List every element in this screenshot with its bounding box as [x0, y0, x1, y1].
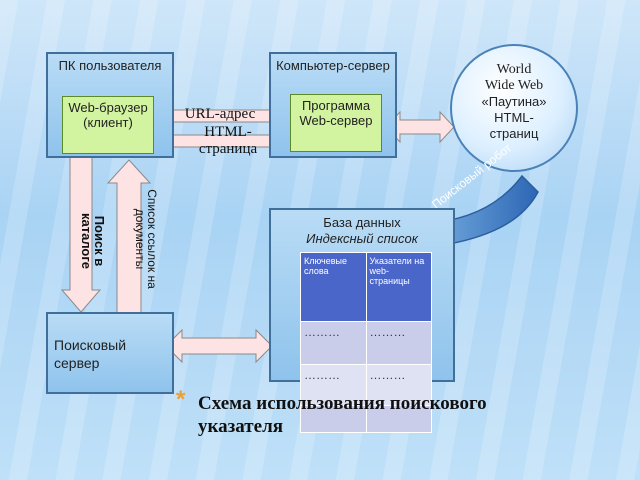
table-row [300, 405, 432, 433]
table-cell [300, 405, 367, 433]
program-block[interactable]: Программа Web-сервер [290, 94, 382, 152]
browser-block[interactable]: Web-браузер (клиент) [62, 96, 154, 154]
table-cell: ……… [365, 321, 432, 365]
pc-title: ПК пользователя [58, 58, 162, 73]
www-circle[interactable]: World Wide Web «Паутина» HTML-страниц [450, 44, 578, 172]
server-title: Компьютер-сервер [276, 58, 390, 73]
robot-band [437, 174, 539, 247]
program-label: Программа Web-сервер [299, 98, 373, 128]
browser-label: Web-браузер (клиент) [68, 100, 148, 130]
header-pointers: Указатели на web-страницы [365, 252, 432, 322]
db-double-arrow [165, 328, 273, 364]
www-line2: Wide Web [484, 78, 544, 93]
search-server-title: Поисковый сервер [54, 337, 127, 371]
database-subtitle: Индексный список [306, 231, 418, 246]
header-keywords: Ключевые слова [300, 252, 367, 322]
search-catalog-label: Поиск в каталоге [79, 212, 107, 269]
links-list-arrow [106, 159, 152, 314]
table-cell [365, 405, 432, 433]
table-row: ……… ……… [300, 321, 432, 365]
www-line4: HTML-страниц [489, 110, 539, 141]
www-line3: «Паутина» [481, 94, 547, 109]
table-header-row: Ключевые слова Указатели на web-страницы [300, 252, 432, 322]
caption-text: Схема использования поискового указателя [198, 393, 487, 437]
html-label: HTML-страница [198, 124, 258, 157]
links-list-label: Список ссылок на документы [133, 189, 159, 289]
www-line1: World [496, 62, 532, 77]
url-label: URL-адрес [184, 106, 256, 122]
caption-bullet: * [176, 386, 186, 413]
database-title: База данных [323, 215, 401, 230]
search-server-box[interactable] [46, 312, 174, 394]
index-table: Ключевые слова Указатели на web-страницы… [300, 252, 432, 433]
search-catalog-arrow [60, 154, 102, 313]
table-cell: ……… [365, 364, 432, 406]
table-cell: ……… [300, 321, 367, 365]
